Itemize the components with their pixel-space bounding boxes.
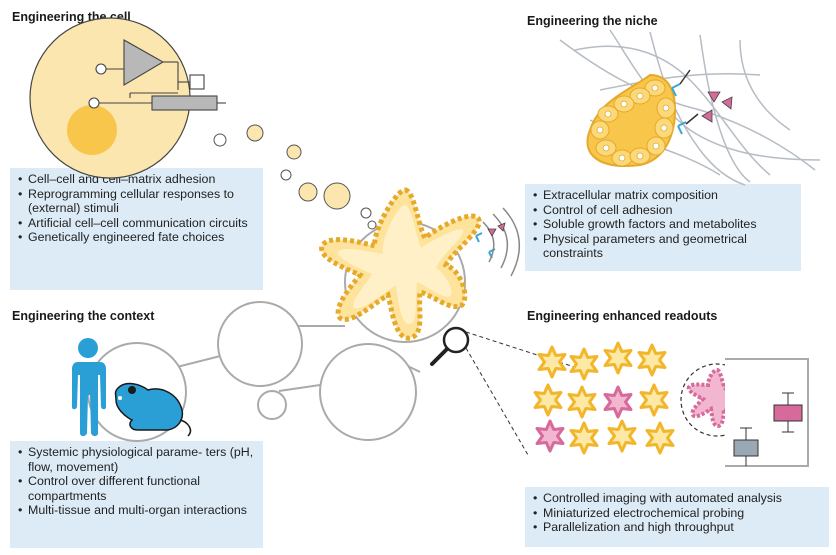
list-item: Reprogramming cellular responses to (ext… bbox=[18, 187, 255, 216]
list-item: Systemic physiological parame- ters (pH,… bbox=[18, 445, 255, 474]
organoid-small bbox=[533, 383, 563, 417]
context-section-title: Engineering the context bbox=[12, 309, 155, 323]
organoid-small bbox=[569, 347, 599, 381]
organoid-small bbox=[607, 419, 637, 453]
organoid-receptors bbox=[475, 232, 496, 259]
organoid-small bbox=[639, 383, 669, 417]
cell-nucleus bbox=[67, 105, 117, 155]
niche-section-title: Engineering the niche bbox=[527, 14, 658, 28]
list-item: Physical parameters and geometrical cons… bbox=[533, 232, 793, 261]
logic-gate-icon bbox=[96, 39, 226, 111]
signal-waves bbox=[482, 207, 521, 277]
cell-info-box: Cell–cell and cell–matrix adhesion Repro… bbox=[10, 168, 263, 290]
organoid-small bbox=[537, 345, 567, 379]
highlighted-organoid-small bbox=[603, 385, 633, 419]
list-item: Extracellular matrix composition bbox=[533, 188, 793, 203]
niche-info-box: Extracellular matrix composition Control… bbox=[525, 184, 801, 271]
organoid-small bbox=[603, 341, 633, 375]
list-item: Miniaturized electrochemical probing bbox=[533, 506, 821, 521]
list-item: Genetically engineered fate choices bbox=[18, 230, 255, 245]
cell-section-title: Engineering the cell bbox=[12, 10, 131, 24]
growth-factors bbox=[701, 91, 733, 123]
magnifier-icon bbox=[430, 326, 470, 366]
context-info-box: Systemic physiological parame- ters (pH,… bbox=[10, 441, 263, 548]
list-item: Cell–cell and cell–matrix adhesion bbox=[18, 172, 255, 187]
list-item: Control over different functional compar… bbox=[18, 474, 255, 503]
readouts-section-title: Engineering enhanced readouts bbox=[527, 309, 718, 323]
mouse-icon bbox=[114, 382, 192, 437]
organoid-small bbox=[645, 421, 675, 455]
niche-epithelium bbox=[586, 73, 677, 167]
organoid-small bbox=[567, 385, 597, 419]
list-item: Multi-tissue and multi-organ interaction… bbox=[18, 503, 255, 518]
list-item: Control of cell adhesion bbox=[533, 203, 793, 218]
engineered-cell bbox=[29, 17, 226, 179]
niche-receptors bbox=[671, 83, 687, 135]
list-item: Soluble growth factors and metabolites bbox=[533, 217, 793, 232]
organoid-small bbox=[569, 421, 599, 455]
box-plot-icon bbox=[725, 358, 809, 467]
highlighted-organoid bbox=[686, 367, 748, 429]
organoid-array bbox=[533, 341, 675, 455]
readouts-info-box: Controlled imaging with automated analys… bbox=[525, 487, 829, 547]
ecm-fibers bbox=[559, 29, 821, 186]
list-item: Parallelization and high throughput bbox=[533, 520, 821, 535]
list-item: Artificial cell–cell communication circu… bbox=[18, 216, 255, 231]
organoid-small bbox=[637, 343, 667, 377]
list-item: Controlled imaging with automated analys… bbox=[533, 491, 821, 506]
central-organoid bbox=[319, 187, 482, 341]
human-icon bbox=[72, 338, 106, 436]
highlighted-organoid-small bbox=[535, 419, 565, 453]
